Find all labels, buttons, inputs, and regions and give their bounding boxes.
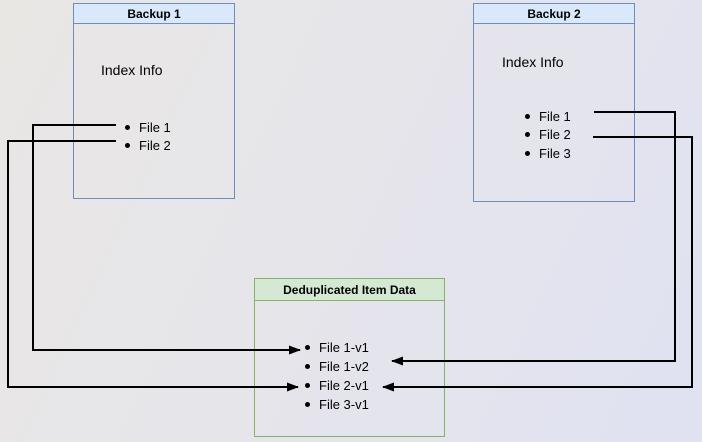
- dedup-header: Deduplicated Item Data: [255, 279, 444, 301]
- dedup-file1v1-label: File 1-v1: [319, 340, 369, 355]
- dedup-file-list: File 1-v1 File 1-v2 File 2-v1 File 3-v1: [305, 338, 369, 414]
- list-item: File 2: [125, 136, 171, 154]
- backup1-title: Backup 1: [127, 6, 181, 21]
- bullet-icon: [305, 402, 310, 407]
- dedup-file3v1-label: File 3-v1: [319, 397, 369, 412]
- backup1-file-list: File 1 File 2: [125, 118, 171, 154]
- bullet-icon: [525, 113, 530, 119]
- bullet-icon: [525, 132, 530, 138]
- backup1-node: Backup 1 Index Info File 1 File 2: [73, 3, 235, 199]
- backup1-file1-label: File 1: [139, 119, 171, 135]
- list-item: File 3-v1: [305, 395, 369, 414]
- backup2-index-info-label: Index Info: [502, 54, 564, 70]
- backup2-header: Backup 2: [474, 4, 634, 24]
- bullet-icon: [125, 142, 130, 148]
- backup1-index-info-label: Index Info: [101, 62, 163, 78]
- list-item: File 2: [525, 126, 571, 145]
- bullet-icon: [305, 364, 310, 369]
- backup2-file1-label: File 1: [539, 108, 571, 124]
- bullet-icon: [305, 383, 310, 388]
- list-item: File 3: [525, 144, 571, 163]
- backup1-file2-label: File 2: [139, 137, 171, 153]
- backup2-file-list: File 1 File 2 File 3: [525, 107, 571, 163]
- backup2-title: Backup 2: [527, 6, 581, 21]
- list-item: File 2-v1: [305, 376, 369, 395]
- list-item: File 1: [525, 107, 571, 126]
- list-item: File 1: [125, 118, 171, 136]
- dedup-title: Deduplicated Item Data: [283, 282, 416, 297]
- backup2-file2-label: File 2: [539, 127, 571, 143]
- bullet-icon: [305, 345, 310, 350]
- backup2-node: Backup 2 Index Info File 1 File 2 File 3: [473, 3, 635, 202]
- dedup-file1v2-label: File 1-v2: [319, 359, 369, 374]
- bullet-icon: [125, 124, 130, 130]
- backup1-header: Backup 1: [74, 4, 234, 24]
- list-item: File 1-v2: [305, 357, 369, 376]
- list-item: File 1-v1: [305, 338, 369, 357]
- bullet-icon: [525, 150, 530, 156]
- dedup-file2v1-label: File 2-v1: [319, 378, 369, 393]
- backup2-file3-label: File 3: [539, 145, 571, 161]
- dedup-node: Deduplicated Item Data File 1-v1 File 1-…: [254, 278, 445, 437]
